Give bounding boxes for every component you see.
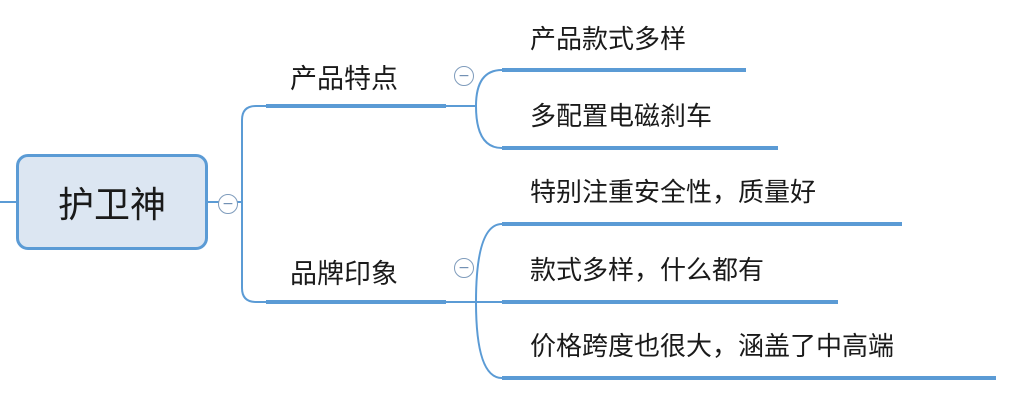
leaf-topic-2[interactable]: 多配置电磁刹车	[530, 102, 713, 132]
leaf-topic-1[interactable]: 产品款式多样	[530, 25, 687, 55]
root-topic-label: 护卫神	[57, 185, 166, 226]
root-collapse-toggle[interactable]: −	[218, 194, 238, 214]
collapse-icon: −	[458, 68, 470, 84]
branch-topic-product-features[interactable]: 产品特点	[290, 64, 398, 95]
collapse-icon: −	[222, 196, 234, 212]
collapse-icon: −	[458, 260, 470, 276]
branch1-child-connectors	[446, 69, 503, 149]
branch1-collapse-toggle[interactable]: −	[454, 66, 474, 86]
root-topic-node[interactable]: 护卫神	[16, 154, 208, 250]
branch2-collapse-toggle[interactable]: −	[454, 258, 474, 278]
branch2-child-connectors	[446, 223, 503, 379]
leaf-topic-3[interactable]: 特别注重安全性，质量好	[530, 178, 817, 208]
branch-topic-brand-impression[interactable]: 品牌印象	[290, 259, 398, 290]
leaf-topic-5[interactable]: 价格跨度也很大，涵盖了中高端	[530, 332, 895, 362]
leaf-topic-4[interactable]: 款式多样，什么都有	[530, 256, 765, 286]
